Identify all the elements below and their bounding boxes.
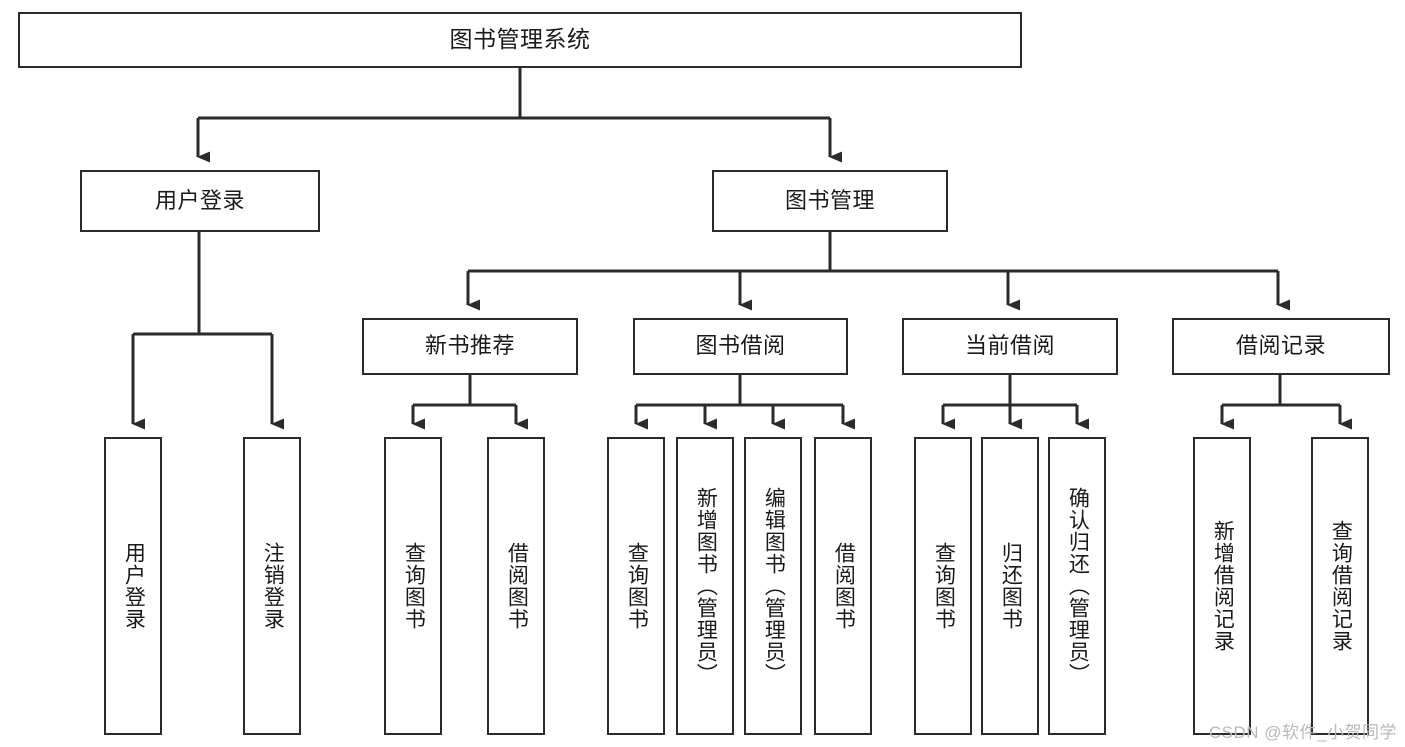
node-borrow-records[interactable]: 借阅记录 <box>1172 318 1390 375</box>
node-label: 新增借阅记录 <box>1211 520 1235 652</box>
node-label: 用户登录 <box>122 542 146 630</box>
node-label: 查询借阅记录 <box>1329 520 1353 652</box>
leaf-edit-book-admin[interactable]: 编辑图书（管理员） <box>744 437 802 735</box>
leaf-add-book-admin[interactable]: 新增图书（管理员） <box>676 437 734 735</box>
node-current-borrow[interactable]: 当前借阅 <box>902 318 1118 375</box>
leaf-query-book-borrow[interactable]: 查询图书 <box>607 437 665 735</box>
leaf-borrow-book-recommend[interactable]: 借阅图书 <box>487 437 545 735</box>
node-label: 查询图书 <box>932 542 956 630</box>
leaf-query-borrow-record[interactable]: 查询借阅记录 <box>1311 437 1369 735</box>
node-label: 查询图书 <box>402 542 426 630</box>
node-label: 归还图书 <box>999 542 1023 630</box>
leaf-user-login[interactable]: 用户登录 <box>104 437 162 735</box>
node-label: 新书推荐 <box>424 333 515 359</box>
node-new-book-recommend[interactable]: 新书推荐 <box>362 318 578 375</box>
node-label: 注销登录 <box>261 542 285 630</box>
node-label: 借阅图书 <box>832 542 856 630</box>
node-label: 图书管理系统 <box>449 26 591 53</box>
leaf-borrow-book[interactable]: 借阅图书 <box>814 437 872 735</box>
leaf-add-borrow-record[interactable]: 新增借阅记录 <box>1193 437 1251 735</box>
node-label: 新增图书（管理员） <box>694 487 718 685</box>
node-label: 编辑图书（管理员） <box>762 487 786 685</box>
leaf-logout[interactable]: 注销登录 <box>243 437 301 735</box>
node-label: 查询图书 <box>625 542 649 630</box>
node-book-management[interactable]: 图书管理 <box>712 170 948 232</box>
leaf-query-book-recommend[interactable]: 查询图书 <box>384 437 442 735</box>
node-label: 用户登录 <box>154 187 245 213</box>
node-label: 图书管理 <box>784 187 875 213</box>
watermark-text: CSDN @软件_小贺同学 <box>1208 723 1397 742</box>
node-root-system[interactable]: 图书管理系统 <box>18 12 1022 68</box>
leaf-confirm-return-admin[interactable]: 确认归还（管理员） <box>1048 437 1106 735</box>
leaf-query-book-current[interactable]: 查询图书 <box>914 437 972 735</box>
node-user-login[interactable]: 用户登录 <box>80 170 320 232</box>
node-label: 确认归还（管理员） <box>1066 487 1090 685</box>
leaf-return-book[interactable]: 归还图书 <box>981 437 1039 735</box>
node-label: 图书借阅 <box>695 333 786 359</box>
node-label: 借阅记录 <box>1235 333 1326 359</box>
node-label: 借阅图书 <box>505 542 529 630</box>
node-label: 当前借阅 <box>964 333 1055 359</box>
node-book-borrow[interactable]: 图书借阅 <box>633 318 848 375</box>
